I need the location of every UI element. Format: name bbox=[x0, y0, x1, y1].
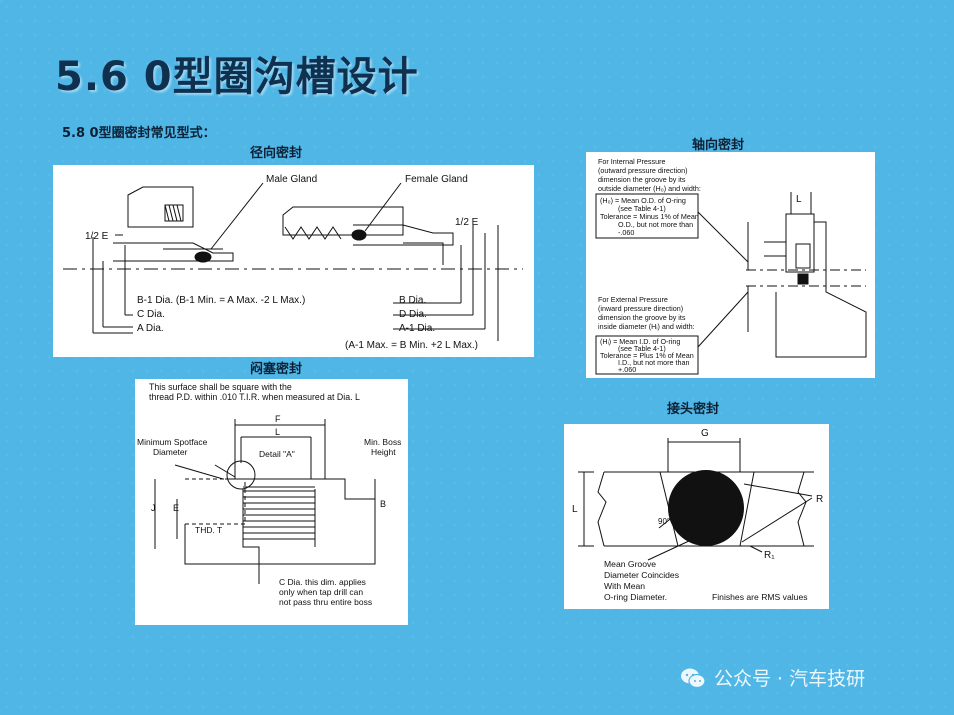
b-dia-label: B Dia. bbox=[399, 295, 426, 306]
caption-boss: 闷塞密封 bbox=[250, 362, 303, 377]
boss-min-boss-2: Height bbox=[371, 447, 396, 457]
c-dia-label: C Dia. bbox=[137, 309, 165, 320]
axial-external-line: dimension the groove by its bbox=[598, 313, 686, 322]
boss-c-note-3: not pass thru entire boss bbox=[279, 597, 372, 607]
axial-seal-diagram: L For Internal Pressure (outward pressur… bbox=[586, 152, 875, 378]
slide-subtitle: 5.8 0型圈密封常见型式： bbox=[62, 126, 216, 141]
o-ring-cross-section bbox=[668, 470, 744, 546]
axial-internal-line: For Internal Pressure bbox=[598, 157, 666, 166]
boss-thd-label: THD. T bbox=[195, 525, 222, 535]
caption-radial: 径向密封 bbox=[250, 146, 303, 161]
wechat-icon bbox=[681, 668, 706, 688]
axial-internal-box-line: (see Table 4-1) bbox=[618, 204, 666, 213]
caption-axial: 轴向密封 bbox=[692, 138, 745, 153]
watermark: 公众号 · 汽车技研 bbox=[680, 664, 865, 691]
b1-dia-label: B-1 Dia. (B-1 Min. = A Max. -2 L Max.) bbox=[137, 295, 305, 306]
d-dia-label: D Dia. bbox=[399, 309, 427, 320]
axial-external-text: For External Pressure (inward pressure d… bbox=[598, 295, 695, 331]
axial-external-box-line: (Hᵢ) = Mean I.D. of O-ring bbox=[600, 337, 680, 346]
fitting-mean-3: With Mean bbox=[604, 581, 645, 591]
axial-external-box-line: +.060 bbox=[618, 365, 636, 374]
axial-internal-text: For Internal Pressure (outward pressure … bbox=[598, 157, 701, 193]
a1-note-label: (A-1 Max. = B Min. +2 L Max.) bbox=[345, 340, 478, 351]
a1-dia-label: A-1 Dia. bbox=[399, 323, 435, 334]
boss-b-label: B bbox=[380, 499, 386, 509]
boss-spotface-2: Diameter bbox=[153, 447, 188, 457]
axial-external-box-line: (see Table 4-1) bbox=[618, 344, 666, 353]
boss-top-note-2: thread P.D. within .010 T.I.R. when meas… bbox=[149, 392, 360, 402]
fitting-seal-diagram: G L R R₁ 90° Mean Groove Diameter Coinci… bbox=[564, 424, 829, 609]
half-e-left-label: 1/2 E bbox=[85, 231, 109, 242]
female-gland-label: Female Gland bbox=[405, 174, 468, 185]
boss-c-note-2: only when tap drill can bbox=[279, 587, 363, 597]
boss-e-label: E bbox=[173, 503, 179, 513]
male-gland-label: Male Gland bbox=[266, 174, 317, 185]
fitting-g-label: G bbox=[701, 428, 709, 439]
caption-fitting: 接头密封 bbox=[667, 402, 720, 417]
axial-l-label: L bbox=[796, 194, 802, 205]
axial-external-box-line: Tolerance = Plus 1% of Mean bbox=[600, 351, 694, 360]
half-e-right-label: 1/2 E bbox=[455, 217, 479, 228]
slide-title: 5.6 0型圈沟槽设计 bbox=[55, 54, 419, 100]
axial-internal-box-line: Tolerance = Minus 1% of Mean bbox=[600, 212, 699, 221]
axial-seal-drawing: L For Internal Pressure (outward pressur… bbox=[595, 157, 867, 375]
boss-spotface-1: Minimum Spotface bbox=[137, 437, 208, 447]
boss-l-label: L bbox=[275, 427, 280, 437]
axial-internal-line: dimension the groove by its bbox=[598, 175, 686, 184]
axial-external-line: (inward pressure direction) bbox=[598, 304, 683, 313]
axial-internal-line: outside diameter (H₀) and width: bbox=[598, 184, 701, 193]
boss-c-note-1: C Dia. this dim. applies bbox=[279, 577, 366, 587]
fitting-seal-drawing: G L R R₁ 90° Mean Groove Diameter Coinci… bbox=[572, 428, 823, 602]
boss-j-label: J bbox=[151, 503, 156, 513]
axial-internal-box-line: O.D., but not more than bbox=[618, 220, 693, 229]
axial-internal-box-line: (H₀) = Mean O.D. of O-ring bbox=[600, 196, 686, 205]
boss-seal-drawing: This surface shall be square with the th… bbox=[137, 382, 401, 607]
axial-external-box-line: I.D., but not more than bbox=[618, 358, 690, 367]
axial-external-line: inside diameter (Hᵢ) and width: bbox=[598, 322, 695, 331]
fitting-l-label: L bbox=[572, 504, 578, 515]
watermark-text: 公众号 · 汽车技研 bbox=[714, 668, 866, 690]
fitting-r1-label: R₁ bbox=[764, 550, 775, 561]
fitting-angle-label: 90° bbox=[658, 517, 670, 526]
axial-internal-box: (H₀) = Mean O.D. of O-ring (see Table 4-… bbox=[600, 196, 701, 237]
fitting-mean-1: Mean Groove bbox=[604, 559, 656, 569]
boss-top-note-1: This surface shall be square with the bbox=[149, 382, 292, 392]
fitting-mean-4: O-ring Diameter. bbox=[604, 592, 667, 602]
axial-internal-line: (outward pressure direction) bbox=[598, 166, 687, 175]
fitting-finish-label: Finishes are RMS values bbox=[712, 592, 808, 602]
axial-external-line: For External Pressure bbox=[598, 295, 668, 304]
radial-seal-drawing: Male Gland Female Gland 1/2 E 1/2 E B-1 … bbox=[63, 174, 523, 351]
axial-internal-box-line: -.060 bbox=[618, 228, 634, 237]
fitting-mean-2: Diameter Coincides bbox=[604, 570, 679, 580]
boss-detail-label: Detail "A" bbox=[259, 449, 295, 459]
boss-seal-diagram: This surface shall be square with the th… bbox=[135, 379, 408, 625]
fitting-r-label: R bbox=[816, 494, 823, 505]
radial-seal-diagram: Male Gland Female Gland 1/2 E 1/2 E B-1 … bbox=[53, 165, 534, 357]
boss-f-label: F bbox=[275, 414, 281, 424]
a-dia-label: A Dia. bbox=[137, 323, 164, 334]
axial-external-box: (Hᵢ) = Mean I.D. of O-ring (see Table 4-… bbox=[600, 337, 696, 374]
boss-min-boss-1: Min. Boss bbox=[364, 437, 401, 447]
